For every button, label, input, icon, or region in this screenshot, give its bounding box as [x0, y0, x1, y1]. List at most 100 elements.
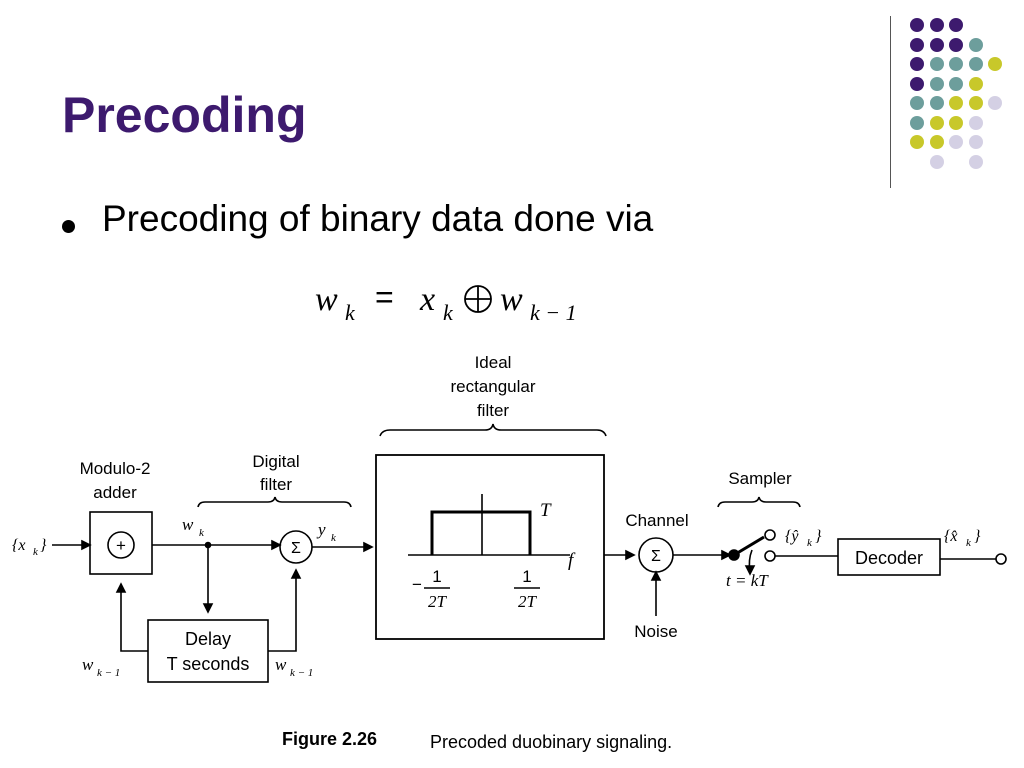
ideal-filter-label-3: filter — [477, 401, 509, 420]
feedback-line-sum — [268, 572, 297, 652]
sampler-contact-bottom — [764, 550, 776, 562]
decor-dot — [910, 115, 924, 130]
input-x-close: } — [40, 537, 47, 554]
digital-filter-label-2: filter — [260, 475, 292, 494]
decor-dot — [929, 115, 944, 130]
yhat-close: } — [815, 528, 822, 545]
decor-dot — [929, 37, 944, 52]
decor-dot — [929, 18, 944, 32]
decor-dot — [949, 96, 963, 110]
decor-dot — [929, 154, 944, 169]
arrowhead-icon — [744, 565, 756, 576]
caption-number: Figure 2.26 — [282, 729, 377, 749]
sampler-brace — [717, 496, 801, 508]
eq-w-sub: k — [345, 300, 356, 325]
input-x-label: {x — [12, 537, 26, 554]
decor-dot — [910, 18, 924, 32]
block-diagram: Ideal rectangular filter Modulo-2 adder … — [12, 353, 1007, 683]
decoder-label: Decoder — [855, 548, 923, 568]
yhat-sub: k — [807, 537, 813, 549]
ideal-filter-label-1: Ideal — [475, 353, 512, 372]
decor-dot — [910, 76, 924, 91]
neg-sign: − — [412, 575, 422, 594]
equation: w k = x k w k − 1 — [315, 279, 577, 325]
decor-dot-grid — [900, 10, 1010, 170]
sampler-label: Sampler — [728, 469, 792, 488]
arrowhead-icon — [721, 549, 732, 561]
modulo-label-2: adder — [93, 483, 137, 502]
arrowhead-icon — [202, 603, 214, 614]
decor-dot — [968, 57, 983, 71]
decoder-box — [837, 538, 941, 576]
adder-circle — [107, 531, 135, 559]
decor-dot — [968, 135, 983, 149]
decor-dot — [910, 96, 924, 110]
decor-divider — [890, 16, 891, 188]
arrowhead-icon — [81, 539, 92, 551]
xhat-label: {x̂ — [944, 528, 958, 545]
wkm1-right-label: w — [275, 655, 287, 674]
decor-dot — [929, 57, 944, 71]
decor-dot — [929, 135, 944, 149]
decor-dot — [968, 96, 983, 110]
eq-w2: w — [500, 281, 523, 318]
pos-half-num: 1 — [522, 567, 531, 586]
xhat-sub: k — [966, 537, 972, 549]
arrowhead-icon — [290, 568, 302, 579]
ideal-filter-label-2: rectangular — [450, 377, 535, 396]
decor-dot — [910, 37, 924, 52]
output-terminal — [995, 553, 1007, 565]
eq-equals: = — [375, 279, 394, 315]
decor-dot — [949, 135, 963, 149]
decor-dot — [949, 115, 963, 130]
neg-half-den: 2T — [428, 592, 448, 611]
feedback-line-adder — [120, 586, 148, 652]
decor-dot — [968, 154, 983, 169]
neg-half-num: 1 — [432, 567, 441, 586]
sigma-icon: Σ — [651, 548, 661, 565]
delay-label-1: Delay — [185, 629, 231, 649]
decor-dot — [929, 96, 944, 110]
decor-dot — [988, 57, 1002, 71]
wkm1-right-sub: k − 1 — [290, 667, 313, 679]
decor-dot — [968, 115, 983, 130]
wkm1-left-sub: k − 1 — [97, 667, 120, 679]
arrowhead-icon — [115, 582, 127, 593]
noise-label: Noise — [634, 622, 677, 641]
decor-dot — [910, 135, 924, 149]
wkm1-left-label: w — [82, 655, 94, 674]
wk-label: w — [182, 515, 194, 534]
xhat-close: } — [974, 528, 981, 545]
sampler-contact-top — [764, 529, 776, 541]
sampler-time-label: t = kT — [726, 571, 769, 590]
decor-dot — [929, 76, 944, 91]
decor-dot — [949, 18, 963, 32]
sigma-icon: Σ — [291, 540, 301, 557]
channel-label: Channel — [625, 511, 688, 530]
decor-dot — [968, 37, 983, 52]
modulo-adder-box — [89, 511, 153, 575]
decor-dot — [968, 76, 983, 91]
ideal-filter-brace — [379, 423, 607, 437]
decor-dot — [949, 76, 963, 91]
caption-text: Precoded duobinary signaling. — [430, 732, 672, 752]
yk-sub: k — [331, 532, 337, 544]
yhat-label: {ŷ — [785, 528, 799, 545]
eq-x: x — [419, 281, 435, 318]
eq-x-sub: k — [443, 300, 454, 325]
modulo-label-1: Modulo-2 — [80, 459, 151, 478]
slide-title: Precoding — [62, 87, 307, 143]
arrowhead-icon — [363, 541, 374, 553]
eq-w: w — [315, 281, 338, 318]
pos-half-den: 2T — [518, 592, 538, 611]
input-x-sub: k — [33, 546, 39, 558]
eq-w2-sub: k − 1 — [530, 300, 577, 325]
sampler-switch-arm — [733, 535, 765, 557]
digital-filter-label-1: Digital — [252, 452, 299, 471]
ideal-filter-box — [375, 454, 605, 640]
adder-plus-icon: + — [116, 536, 126, 555]
decor-dot — [949, 57, 963, 71]
bullet-dot-icon — [62, 220, 75, 233]
